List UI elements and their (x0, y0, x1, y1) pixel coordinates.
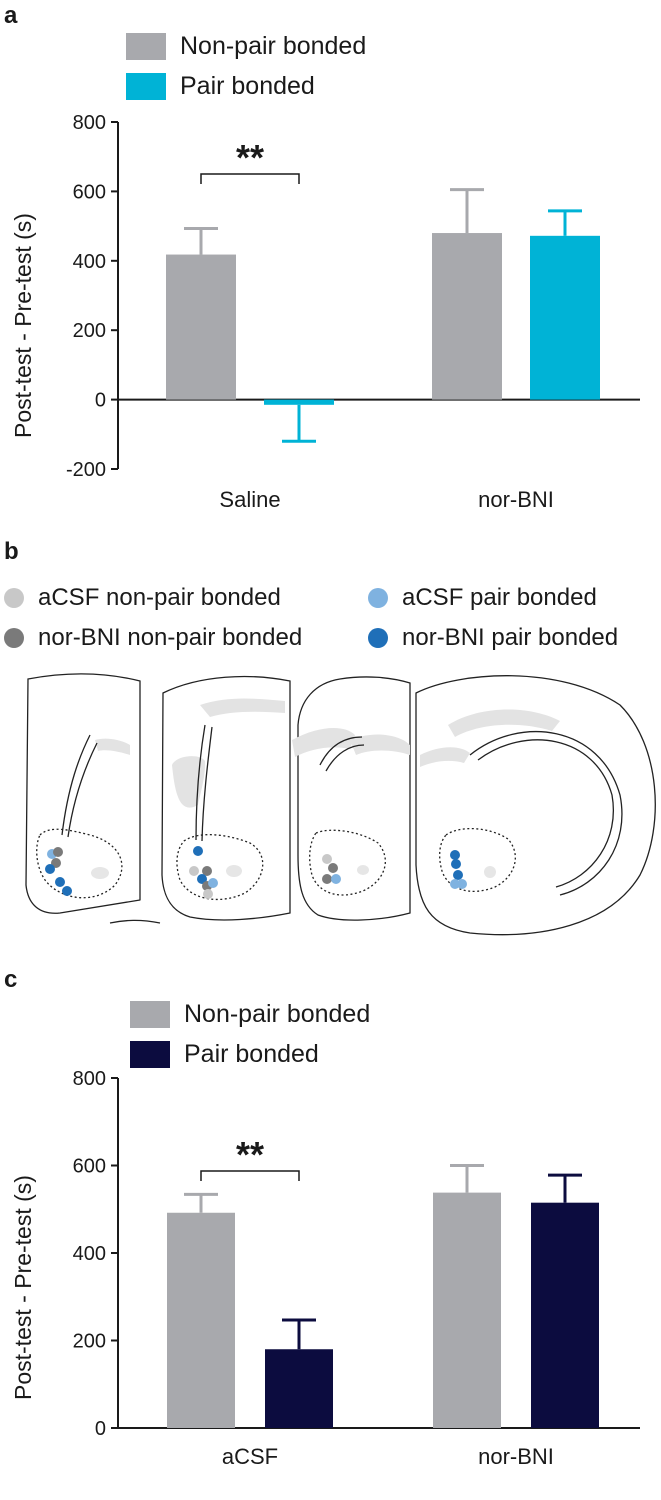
legend-label: nor-BNI pair bonded (402, 624, 619, 651)
legend-swatch (130, 1041, 170, 1068)
x-tick-label: nor-BNI (478, 487, 554, 512)
legend-label: Pair bonded (180, 72, 315, 100)
x-tick-label: aCSF (222, 1444, 278, 1469)
legend-dot (368, 628, 388, 648)
section-1-dots (45, 847, 72, 896)
legend-label: Non-pair bonded (180, 32, 367, 60)
legend-entry-norbni-non-pair: nor-BNI non-pair bonded (4, 624, 302, 652)
legend-label: nor-BNI non-pair bonded (38, 624, 303, 651)
significance-bracket (200, 173, 300, 184)
y-tick-label: 200 (73, 1331, 106, 1353)
legend-swatch (130, 1001, 170, 1028)
y-tick-label: 600 (73, 1156, 106, 1178)
brain-section-1 (25, 673, 161, 924)
y-tick-label: 600 (73, 181, 106, 203)
bar-non-pair-bonded-acsf (167, 1212, 235, 1428)
legend-label: aCSF non-pair bonded (38, 584, 281, 611)
legend-dot (4, 588, 24, 608)
legend-entry-pair-bonded-a: Pair bonded (126, 72, 315, 101)
legend-entry-pair-bonded-c: Pair bonded (130, 1040, 319, 1069)
y-tick-label: 800 (73, 112, 106, 134)
x-tick-label: Saline (219, 487, 280, 512)
panel-label-a: a (4, 2, 18, 29)
bar-pair-bonded-acsf (265, 1349, 333, 1428)
y-tick-label: 200 (73, 320, 106, 342)
x-tick-label: nor-BNI (478, 1444, 554, 1469)
legend-dot (368, 588, 388, 608)
legend-dot (4, 628, 24, 648)
legend-swatch (126, 33, 166, 60)
y-tick-label: 400 (73, 1243, 106, 1265)
bar-pair-bonded-nor-bni (530, 235, 600, 400)
brain-section-2 (161, 675, 291, 921)
y-tick-label: 0 (95, 1418, 106, 1440)
legend-label: Non-pair bonded (184, 1000, 371, 1028)
significance-stars: ** (236, 137, 264, 178)
significance-stars: ** (236, 1134, 264, 1175)
section-4-dots (450, 850, 467, 889)
brain-section-diagrams (25, 673, 656, 936)
significance-bracket (200, 1170, 300, 1181)
legend-entry-non-pair-bonded-c: Non-pair bonded (130, 1000, 370, 1029)
bar-non-pair-bonded-nor-bni (433, 1192, 501, 1428)
legend-label: aCSF pair bonded (402, 584, 597, 611)
bar-pair-bonded-saline (264, 399, 334, 405)
bar-chart-c: 0 200 400 600 800 aCSF nor-BNI ** (73, 1068, 640, 1469)
y-tick-label: 800 (73, 1068, 106, 1090)
legend-entry-non-pair-bonded-a: Non-pair bonded (126, 32, 366, 61)
y-tick-label: 400 (73, 251, 106, 273)
y-tick-label: -200 (66, 459, 106, 481)
legend-swatch (126, 73, 166, 100)
legend-entry-norbni-pair: nor-BNI pair bonded (368, 624, 618, 652)
legend-entry-acsf-pair: aCSF pair bonded (368, 584, 597, 612)
brain-section-3 (292, 676, 411, 921)
section-2-dots (189, 846, 218, 899)
bar-non-pair-bonded-saline (166, 254, 236, 400)
y-tick-label: 0 (95, 390, 106, 412)
legend-entry-acsf-non-pair: aCSF non-pair bonded (4, 584, 281, 612)
panel-label-c: c (4, 966, 18, 993)
section-3-dots (322, 854, 341, 884)
legend-label: Pair bonded (184, 1040, 319, 1068)
bar-non-pair-bonded-nor-bni (432, 233, 502, 400)
brain-section-4 (415, 675, 656, 936)
panel-label-b: b (4, 538, 19, 565)
bar-pair-bonded-nor-bni (531, 1202, 599, 1428)
